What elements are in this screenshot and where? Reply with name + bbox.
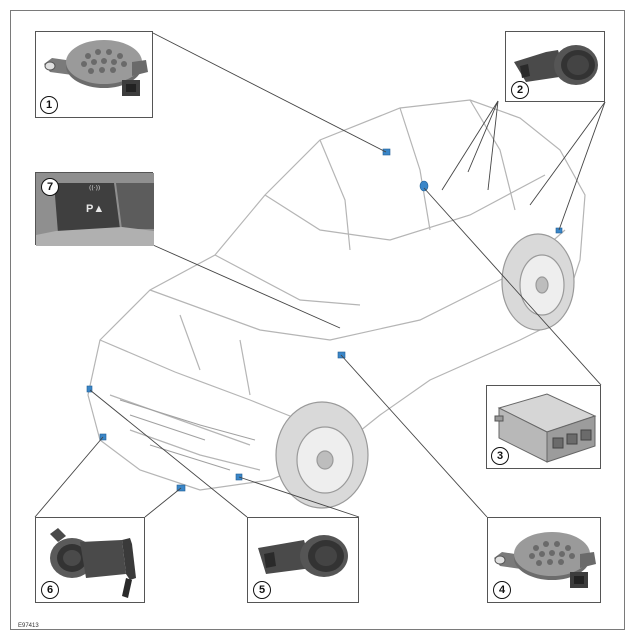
front-right-wheel [275,401,369,509]
front-bumper [119,399,256,471]
module-illustration [494,393,597,463]
callout-number-6: 6 [41,581,59,599]
front-center-sensor-illustration [258,535,348,577]
callout-box-6: 6 [35,517,145,603]
marker-rear-sensor [555,227,563,234]
front-outer-sensor-illustration [50,528,136,598]
callout-number-3: 3 [491,447,509,465]
marker-module [419,180,429,192]
callout-box-2: 2 [505,31,605,102]
callout-box-4: 4 [487,517,601,603]
callout-number-4: 4 [493,581,511,599]
switch-panel-illustration [36,173,154,246]
parking-aid-switch-button: P▲ [86,203,105,215]
leader-lines [34,32,606,518]
rear-sensor-illustration [514,45,598,85]
figure-id: E97413 [18,623,39,629]
callout-box-1: 1 [35,31,153,118]
callout-box-7: ((·)) P▲ 7 [35,172,154,246]
callout-box-5: 5 [247,517,359,603]
marker-front-sensor-left [86,385,93,393]
callout-number-1: 1 [40,96,58,114]
callout-box-3: 3 [486,385,601,469]
front-sounder-illustration [494,532,596,588]
rear-right-wheel [501,233,575,331]
switch-radar-icon: ((·)) [89,185,101,192]
callout-number-5: 5 [253,581,271,599]
callout-number-2: 2 [511,81,529,99]
marker-sounder-rear [382,148,391,156]
vehicle-outline [87,99,586,491]
callout-number-7: 7 [41,178,59,196]
sounder-illustration [44,40,148,96]
